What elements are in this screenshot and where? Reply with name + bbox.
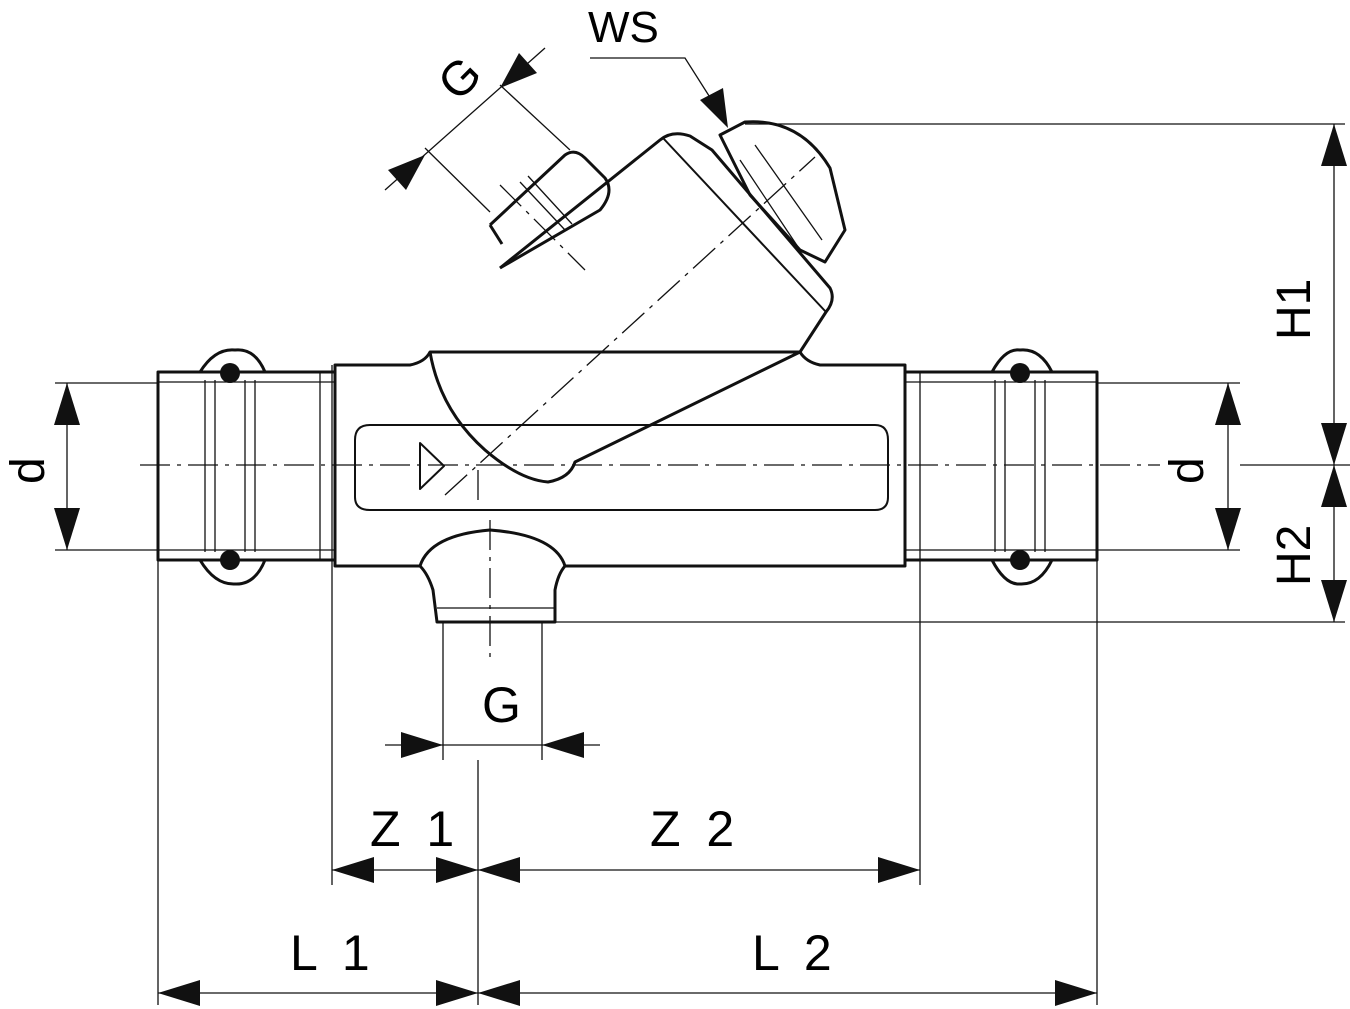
label-g-bottom: G <box>482 677 521 733</box>
label-d-right: d <box>1161 457 1214 484</box>
label-l2: L 2 <box>752 925 838 981</box>
label-g-top: G <box>428 47 492 111</box>
label-d-left: d <box>2 457 55 484</box>
label-ws: WS <box>588 3 659 52</box>
right-press-end <box>903 348 1099 586</box>
valve-body <box>333 350 907 624</box>
extension-lines <box>55 57 1350 1005</box>
label-z2: Z 2 <box>650 801 740 857</box>
dimension-labels: WS G G d d H1 H2 Z 1 Z 2 L 1 L 2 <box>2 3 1321 981</box>
label-l1: L 1 <box>290 925 376 981</box>
label-z1: Z 1 <box>370 801 460 857</box>
left-press-end <box>156 348 337 586</box>
label-h2: H2 <box>1268 525 1321 586</box>
strainer-leg <box>428 120 847 484</box>
dimension-lines <box>54 47 1347 1006</box>
center-lines <box>140 156 1160 660</box>
label-h1: H1 <box>1268 279 1321 340</box>
